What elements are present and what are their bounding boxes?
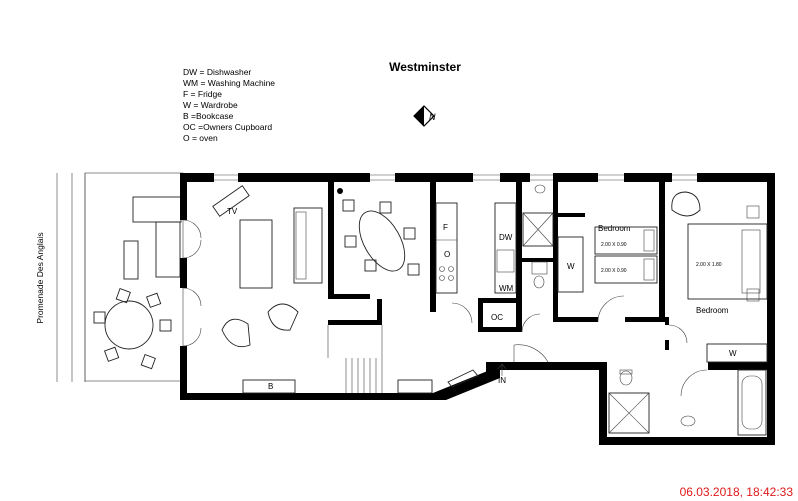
- bed-size-label: 2.00 X 0.90: [601, 268, 627, 274]
- tv-label: TV: [227, 207, 238, 216]
- washing-machine-label: WM: [499, 284, 514, 293]
- owners-cupboard-label: OC: [491, 313, 503, 322]
- entrance-label: IN: [498, 376, 506, 385]
- legend-item: F = Fridge: [183, 89, 222, 99]
- bathroom: [608, 369, 767, 436]
- terrace-doors: [182, 219, 202, 347]
- timestamp: 06.03.2018, 18:42:33: [680, 485, 794, 499]
- street-area: Promenade Des Anglais: [35, 173, 86, 382]
- bedroom-label: Bedroom: [696, 306, 729, 315]
- legend: DW = Dishwasher WM = Washing Machine F =…: [183, 67, 275, 143]
- bedroom-1: W Bedroom 2.00 X 0.90 2.00 X 0.90: [557, 224, 658, 323]
- bed-size-label: 2.00 X 1.80: [696, 262, 722, 268]
- oven-label: O: [444, 250, 450, 259]
- stairs: [327, 325, 383, 393]
- kitchen: F O DW WM: [435, 202, 517, 294]
- dining-area: [342, 199, 420, 276]
- bed-size-label: 2.00 X 0.90: [601, 242, 627, 248]
- walls: [180, 173, 775, 445]
- wardrobe-label: W: [567, 262, 575, 271]
- legend-item: WM = Washing Machine: [183, 78, 275, 88]
- shower-room: [522, 184, 554, 289]
- dishwasher-label: DW: [499, 233, 513, 242]
- north-arrow-icon: N: [413, 105, 436, 127]
- north-label: N: [429, 112, 436, 122]
- bedroom-label: Bedroom: [598, 224, 631, 233]
- bookcase-label: B: [268, 382, 273, 391]
- legend-item: B =Bookcase: [183, 111, 234, 121]
- legend-item: W = Wardrobe: [183, 100, 238, 110]
- street-label: Promenade Des Anglais: [35, 232, 45, 323]
- windows: [214, 174, 697, 181]
- legend-item: OC =Owners Cupboard: [183, 122, 272, 132]
- plan-title: Westminster: [389, 60, 461, 74]
- legend-item: O = oven: [183, 133, 218, 143]
- fridge-label: F: [443, 223, 448, 232]
- wardrobe-label: W: [729, 349, 737, 358]
- entrance: OC IN: [451, 302, 549, 385]
- bedroom-2: 2.00 X 1.80 Bedroom W: [668, 191, 768, 363]
- terrace: [84, 172, 184, 382]
- living-room: TV B: [212, 185, 479, 394]
- legend-item: DW = Dishwasher: [183, 67, 251, 77]
